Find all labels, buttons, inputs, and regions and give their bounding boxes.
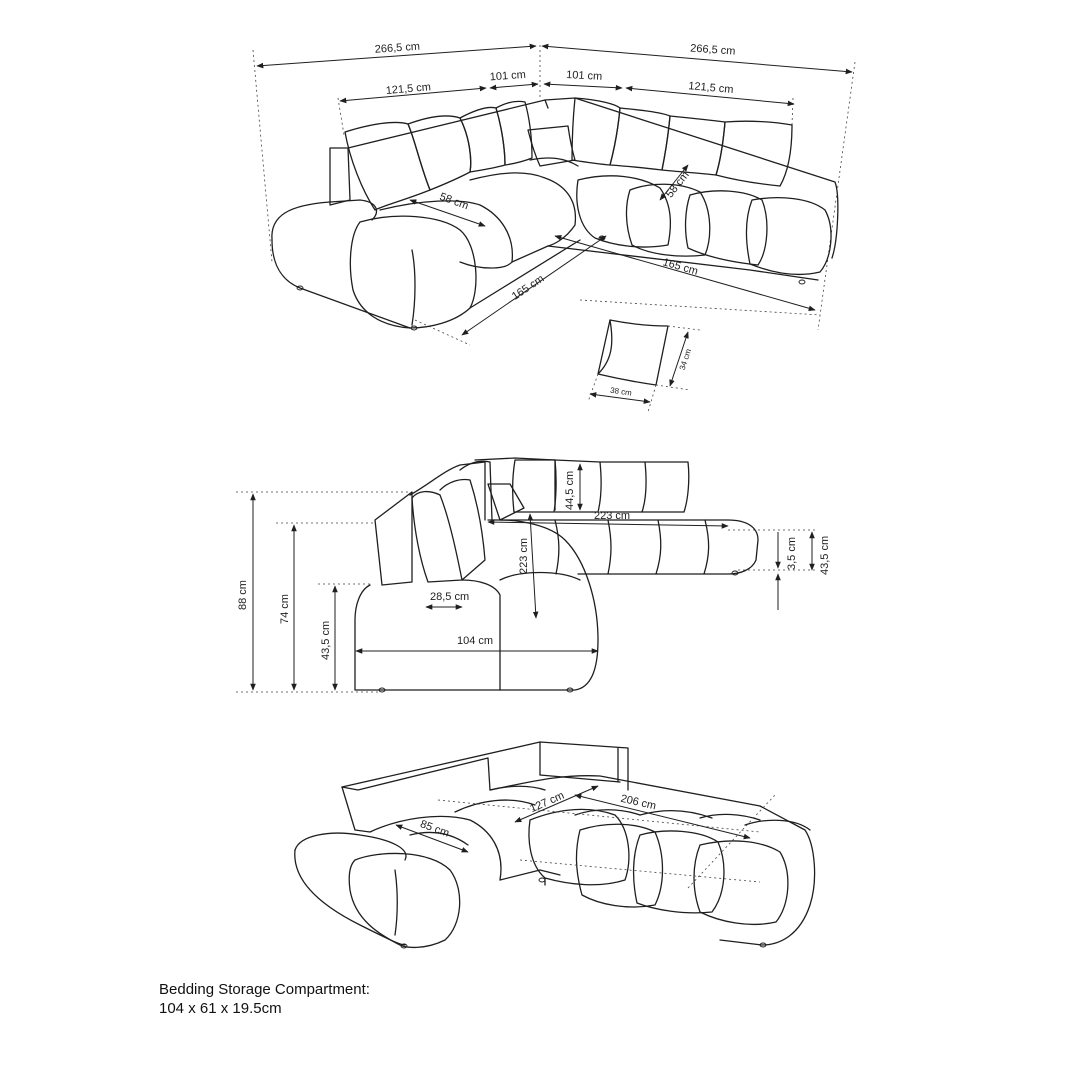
total-right-label: 266,5 cm <box>690 42 736 57</box>
side-width-label: 104 cm <box>457 635 493 647</box>
bed-length-label: 206 cm <box>619 793 657 813</box>
back-cushion-height-label: 44,5 cm <box>564 471 576 510</box>
arm-width-label: 28,5 cm <box>430 591 469 603</box>
back-mid-left-label: 101 cm <box>489 69 526 83</box>
side-depth-label: 223 cm <box>518 538 530 574</box>
seat-height-left-label: 43,5 cm <box>320 621 332 660</box>
side-length-label: 223 cm <box>594 510 630 522</box>
bed-view: 85 cm 127 cm 206 cm <box>294 741 816 949</box>
bed-depth-label: 85 cm <box>419 818 451 840</box>
cushion-width-label: 38 cm <box>610 386 633 398</box>
sofa-top-right-section <box>527 97 839 285</box>
top-view: 266,5 cm 266,5 cm 121,5 cm 101 cm 101 cm… <box>252 41 856 413</box>
cushion-height-label: 34 cm <box>678 347 693 371</box>
seat-height-right-label: 43,5 cm <box>819 536 831 575</box>
front-right-label: 165 cm <box>661 256 699 277</box>
front-left-label: 165 cm <box>510 273 547 303</box>
total-height-label: 88 cm <box>237 580 249 610</box>
caption-line-1: Bedding Storage Compartment: <box>159 981 370 998</box>
caption-line-2: 104 x 61 x 19.5cm <box>159 1000 282 1017</box>
seat-depth-left-label: 58 cm <box>438 191 470 213</box>
side-view: 88 cm 74 cm 43,5 cm 44,5 cm 223 cm 223 c… <box>236 457 831 693</box>
sofa-top-left-section <box>271 99 581 331</box>
total-left-label: 266,5 cm <box>374 41 420 56</box>
back-mid-right-label: 101 cm <box>566 69 603 83</box>
foot-height-label: 3,5 cm <box>786 537 798 570</box>
back-height-label: 74 cm <box>279 594 291 624</box>
back-right-label: 121,5 cm <box>688 80 734 96</box>
storage-caption: Bedding Storage Compartment: 104 x 61 x … <box>159 980 370 1018</box>
loose-cushion: 34 cm 38 cm <box>587 319 701 413</box>
back-left-label: 121,5 cm <box>385 81 431 97</box>
